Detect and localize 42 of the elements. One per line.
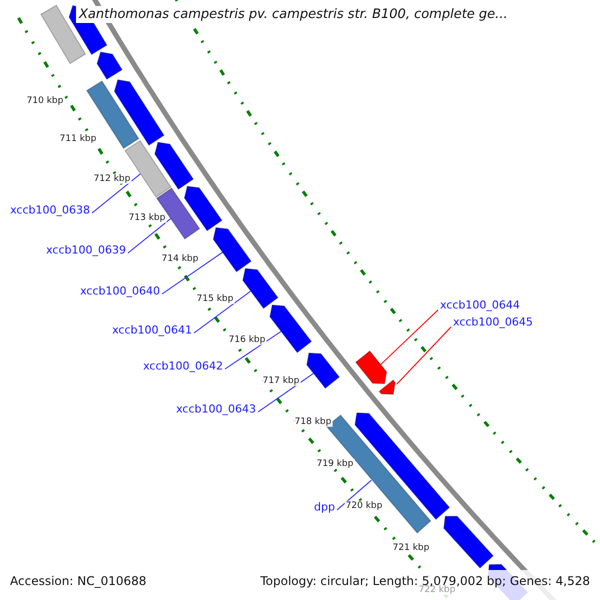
- gene-block: [269, 304, 312, 354]
- gene-label: xccb100_0643: [176, 404, 256, 416]
- leader-line: [162, 252, 223, 294]
- position-label: 712 kbp: [92, 174, 132, 184]
- gene-label: xccb100_0638: [10, 204, 90, 218]
- position-label: 713 kbp: [128, 212, 166, 224]
- leader-line: [336, 480, 372, 510]
- position-label: 718 kbp: [294, 416, 332, 428]
- leader-line: [396, 326, 452, 385]
- gene-label: xccb100_0645: [453, 316, 533, 330]
- gene-block: [242, 268, 279, 310]
- gene-label: xccb100_0640: [80, 286, 160, 298]
- position-label: 717 kbp: [262, 376, 300, 386]
- gene-block: [96, 51, 123, 80]
- gene-label: xccb100_0642: [143, 360, 223, 374]
- gene-block: [443, 516, 494, 569]
- gene-block: [355, 350, 388, 384]
- gene-label: xccb100_0644: [440, 300, 520, 312]
- gene-block: [306, 352, 340, 389]
- gene-label: xccb100_0639: [46, 244, 126, 258]
- gene-block: [114, 79, 165, 146]
- gene-label: dpp: [314, 502, 335, 514]
- leader-line: [128, 218, 172, 254]
- gene-block: [378, 379, 396, 395]
- accession-text: Accession: NC_010688: [10, 574, 146, 588]
- position-label: 720 kbp: [344, 500, 384, 512]
- position-label: 715 kbp: [196, 294, 234, 304]
- leader-line: [380, 310, 438, 366]
- gene-label: xccb100_0641: [112, 324, 192, 338]
- gene-block: [154, 142, 194, 190]
- position-label: 721 kbp: [392, 542, 430, 554]
- gene-block: [184, 186, 223, 232]
- gene-block: [212, 227, 252, 272]
- position-label: 714 kbp: [160, 254, 200, 264]
- leader-line: [258, 372, 314, 412]
- position-label: 711 kbp: [58, 134, 98, 144]
- leader-line: [92, 173, 141, 214]
- leader-line: [194, 290, 252, 334]
- leader-line: [224, 331, 282, 370]
- position-label: 719 kbp: [316, 458, 354, 470]
- position-label: 716 kbp: [228, 334, 266, 346]
- position-label: 710 kbp: [26, 96, 64, 106]
